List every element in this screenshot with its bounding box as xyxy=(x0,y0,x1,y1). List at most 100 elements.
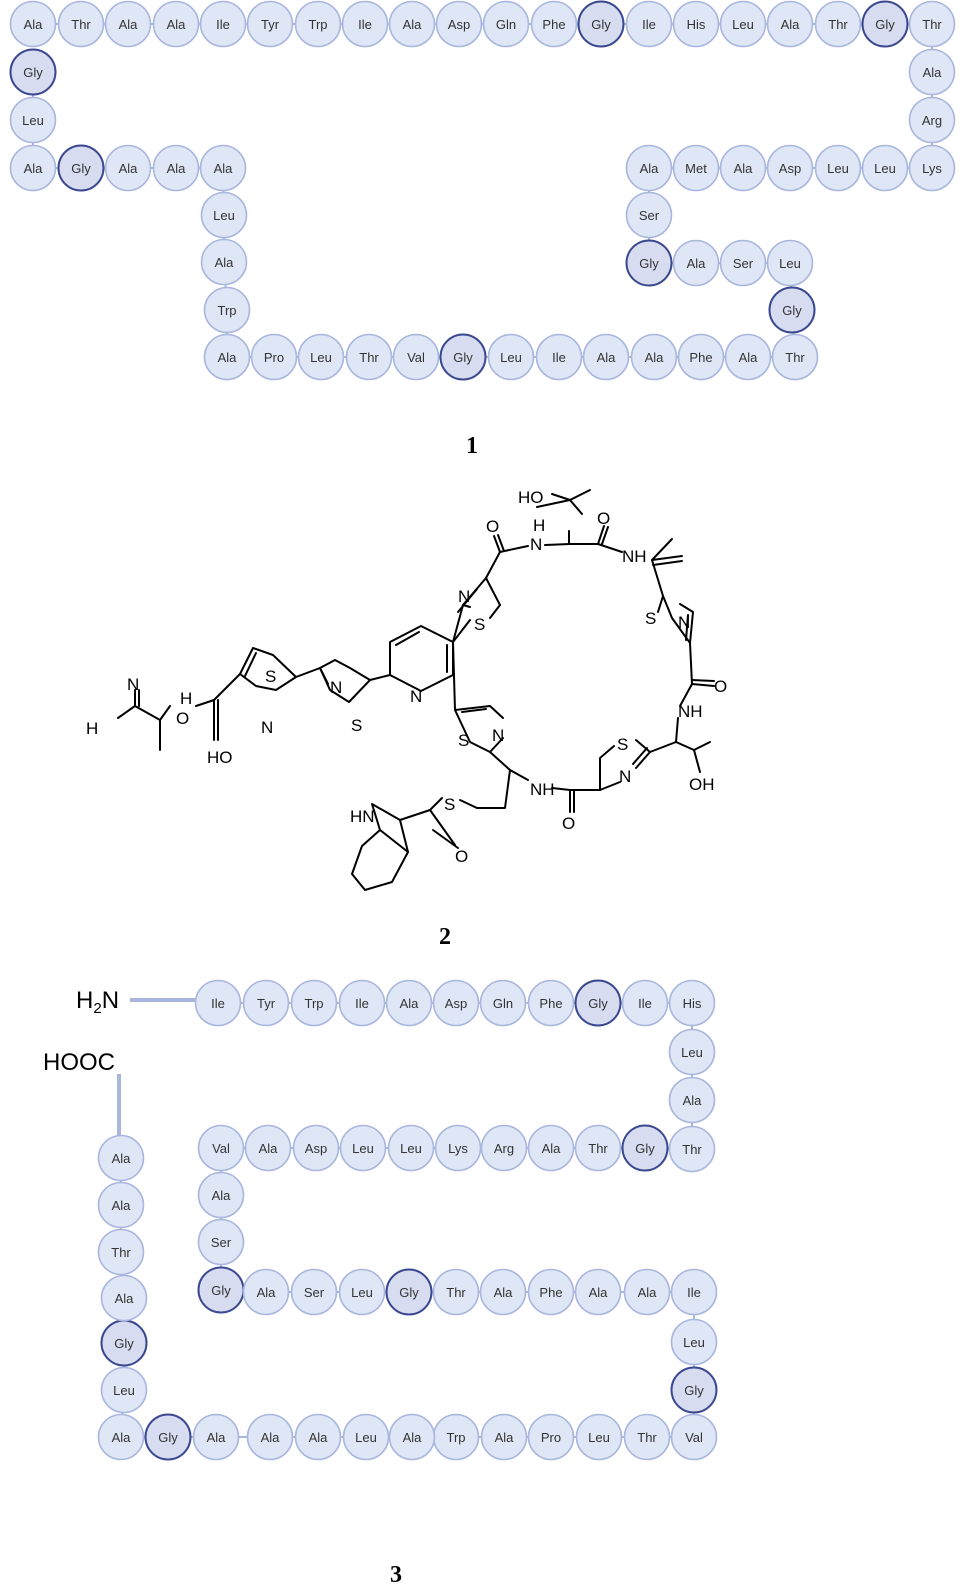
peptide-3-residue-name: Gly xyxy=(158,1430,178,1445)
peptide-1-residue: Ala xyxy=(9,0,57,48)
peptide-1-residue-name: Ala xyxy=(781,17,801,32)
peptide-3-residue-circle xyxy=(621,1124,669,1172)
peptide-3-residue-circle xyxy=(670,1268,718,1316)
peptide-3-residue: Ala xyxy=(197,1171,245,1219)
peptide-3-residue-circle xyxy=(97,1413,145,1461)
peptide-3-residue-name: Leu xyxy=(351,1285,373,1300)
peptide-1-residue: Met xyxy=(672,144,720,192)
peptide-3-residue: Ala xyxy=(527,1124,575,1172)
peptide-1-residue-name: Gly xyxy=(71,161,91,176)
peptide-1-residue-circle xyxy=(535,333,583,381)
peptide-1-residue-circle xyxy=(630,333,678,381)
peptide-3-residue: Ala xyxy=(97,1134,145,1182)
peptide-1-residue-circle xyxy=(625,144,673,192)
peptide-3-residue-circle xyxy=(432,1268,480,1316)
svg-text:NH: NH xyxy=(678,702,703,721)
peptide-1-residue-name: Thr xyxy=(922,17,942,32)
peptide-1-residue-name: Ala xyxy=(167,17,187,32)
peptide-1-residue-name: Ala xyxy=(640,161,660,176)
peptide-1-residue-circle xyxy=(672,239,720,287)
peptide-1-residue-name: Ser xyxy=(639,208,660,223)
peptide-1-residue-circle xyxy=(766,144,814,192)
peptide-1-residue-circle xyxy=(392,333,440,381)
peptide-3-residue-circle xyxy=(480,1124,528,1172)
peptide-3-residue-name: Gly xyxy=(211,1283,231,1298)
peptide-3-residue-circle xyxy=(670,1318,718,1366)
peptide-1-residue-name: Leu xyxy=(827,161,849,176)
peptide-1-residue-circle xyxy=(771,333,819,381)
peptide-1-residue-circle xyxy=(672,0,720,48)
peptide-1-residue-circle xyxy=(294,0,342,48)
peptide-3-residue: Leu xyxy=(339,1124,387,1172)
peptide-3-residue-circle xyxy=(192,1413,240,1461)
peptide-1-residue: Thr xyxy=(908,0,956,48)
peptide-3-residue-circle xyxy=(623,1268,671,1316)
svg-text:S: S xyxy=(474,615,485,634)
peptide-1-residue: Pro xyxy=(250,333,298,381)
svg-text:HO: HO xyxy=(207,748,233,767)
peptide-1-residue: Leu xyxy=(487,333,535,381)
peptide-3-residue: Ile xyxy=(621,979,669,1027)
peptide-3-residue-circle xyxy=(242,1268,290,1316)
svg-text:S: S xyxy=(265,667,276,686)
peptide-3-residue: Thr xyxy=(623,1413,671,1461)
peptide-3-residue-name: Ala xyxy=(494,1285,514,1300)
peptide-3-residue-circle xyxy=(434,1124,482,1172)
peptide-3-backbone xyxy=(120,1002,695,1438)
peptide-1-residue-name: Gly xyxy=(875,17,895,32)
peptide-3-residue-name: Arg xyxy=(494,1141,514,1156)
svg-text:N: N xyxy=(410,687,422,706)
peptide-3-residue-circle xyxy=(388,1413,436,1461)
svg-text:N: N xyxy=(619,767,631,786)
peptide-1-residue: Ala xyxy=(766,0,814,48)
peptide-1-residue-name: Phe xyxy=(689,350,712,365)
peptide-3-residue: Leu xyxy=(670,1318,718,1366)
svg-text:S: S xyxy=(458,731,469,750)
peptide-3-residue-name: Ala xyxy=(257,1285,277,1300)
peptide-1-residue-circle xyxy=(200,191,248,239)
peptide-3-residue-circle xyxy=(621,979,669,1027)
peptide-3-residue-name: Ala xyxy=(495,1430,515,1445)
peptide-3-residue: Ala xyxy=(294,1413,342,1461)
peptide-3-residue-circle xyxy=(527,1413,575,1461)
peptide-3-residue-circle xyxy=(668,1125,716,1173)
peptide-1-residue-circle xyxy=(625,0,673,48)
peptide-1-residue-name: Ala xyxy=(167,161,187,176)
peptide-3-residue-name: Thr xyxy=(446,1285,466,1300)
peptide-1-residue-circle xyxy=(203,286,251,334)
peptide-1-residue-name: Ile xyxy=(358,17,372,32)
peptide-3-residue: Pro xyxy=(527,1413,575,1461)
peptide-1-residue-circle xyxy=(57,0,105,48)
peptide-3-residue-name: Asp xyxy=(305,1141,327,1156)
peptide-1-residue-name: Leu xyxy=(500,350,522,365)
svg-text:HO: HO xyxy=(518,488,544,507)
svg-text:N: N xyxy=(530,535,542,554)
peptide-1-residue-name: Ile xyxy=(216,17,230,32)
peptide-1-residue-name: Thr xyxy=(785,350,805,365)
peptide-1-residue: His xyxy=(672,0,720,48)
peptide-1-residue-circle xyxy=(677,333,725,381)
peptide-3-residue-circle xyxy=(668,1028,716,1076)
svg-text:N: N xyxy=(492,726,504,745)
peptide-1-residue-name: Leu xyxy=(22,113,44,128)
peptide-1-residue-circle xyxy=(482,0,530,48)
peptide-1-residue-name: Ala xyxy=(739,350,759,365)
peptide-1-residue-name: Gly xyxy=(782,303,802,318)
peptide-1-residue-name: Gly xyxy=(23,65,43,80)
peptide-3-residue-circle xyxy=(338,1268,386,1316)
peptide-1-residue: Gly xyxy=(439,333,487,381)
c-terminus-label: HOOC xyxy=(43,1049,115,1076)
peptide-3-residue-name: Ala xyxy=(400,996,420,1011)
peptide-1-residue-circle xyxy=(625,239,673,287)
peptide-1-residue: Ala xyxy=(199,144,247,192)
peptide-3-residue-circle xyxy=(342,1413,390,1461)
peptide-3-residue: Trp xyxy=(432,1413,480,1461)
peptide-1-residue: Asp xyxy=(766,144,814,192)
peptide-3-residue-name: Thr xyxy=(111,1245,131,1260)
peptide-3-residue: Leu xyxy=(668,1028,716,1076)
peptide-1-residue: Gly xyxy=(768,286,816,334)
peptide-3-residue-name: Phe xyxy=(539,996,562,1011)
peptide-3-residue: Gly xyxy=(197,1266,245,1314)
peptide-3-residue: Ala xyxy=(385,979,433,1027)
